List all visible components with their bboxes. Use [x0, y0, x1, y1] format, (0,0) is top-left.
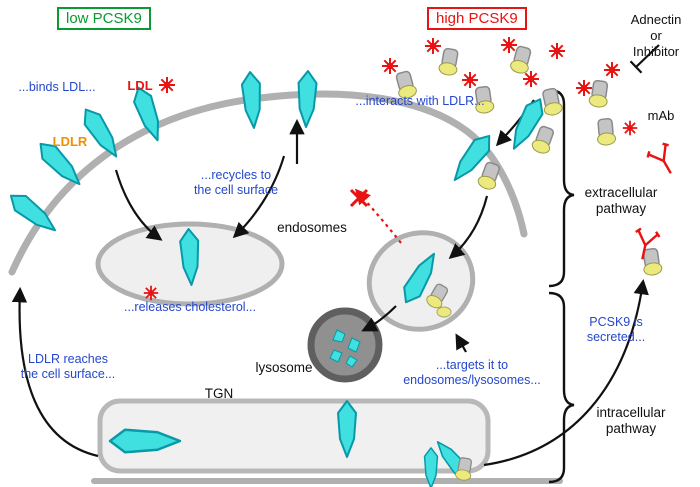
blocked-recycling-icon [349, 188, 402, 244]
pcsk9-icon [595, 117, 617, 147]
arrow-ldlr-to-surface [11, 286, 99, 458]
ldl-label: LDL [127, 78, 153, 93]
ldl-icon [522, 70, 540, 88]
ldl-icon [158, 76, 176, 94]
extracellular-brace [548, 88, 575, 288]
cell-membrane-arc [8, 90, 528, 276]
inhibitor-tbar-icon [629, 44, 660, 74]
releases-cholesterol-label: ...releases cholesterol... [123, 300, 257, 314]
ldl-icon [500, 36, 518, 54]
ldl-icon [424, 37, 442, 55]
ldlr-receptor-icon [296, 69, 318, 129]
binds-ldl-label: ...binds LDL... [18, 80, 96, 94]
trafficking-arrows [11, 99, 649, 467]
pcsk9-icon [529, 124, 557, 157]
endosomes-label: endosomes [277, 220, 347, 235]
arrow-membrane-to-right-endosome [448, 195, 489, 260]
adnectin-inhibitor-label: Adnectin or Inhibitor [630, 12, 682, 59]
intracellular-brace [548, 291, 575, 484]
recycles-label: ...recycles to the cell surface [193, 168, 279, 198]
high-pcsk9-box: high PCSK9 [427, 7, 527, 30]
lysosome-organelle [307, 307, 383, 383]
intracellular-pathway-label: intracellular pathway [596, 405, 666, 437]
ldlr-reaches-label: LDLR reaches the cell surface... [20, 352, 116, 382]
pathway-braces [548, 88, 575, 484]
ldl-icon [142, 284, 160, 302]
arrow-into-endosome-right [232, 155, 286, 239]
antibody-icon [644, 140, 683, 181]
red-x-icon [349, 188, 369, 208]
lysosome-label: lysosome [255, 360, 313, 375]
tgn-label: TGN [204, 386, 234, 401]
extracellular-pathway-label: extracellular pathway [584, 185, 658, 217]
ldlr-receptor-icon [77, 103, 125, 163]
low-pcsk9-box: low PCSK9 [57, 7, 151, 30]
arrow-into-endosome-left [114, 169, 163, 241]
ldl-icon [461, 71, 479, 89]
pcsk9-secreted-label: PCSK9 is secreted... [586, 315, 646, 345]
arrow-targets-up [455, 333, 470, 353]
interacts-ldlr-label: ...interacts with LDLR... [355, 94, 485, 108]
pcsk9-icon [437, 46, 462, 78]
targets-label: ...targets it to endosomes/lysosomes... [403, 358, 541, 388]
ldl-icon [621, 119, 639, 137]
arrow-pcsk9-secretion [483, 278, 649, 467]
ldl-icon [603, 61, 621, 79]
arrow-endosome-to-lysosome [361, 305, 397, 332]
ldl-icon [575, 79, 593, 97]
mab-label: mAb [647, 108, 675, 123]
ldl-icon [548, 42, 566, 60]
ldlr-label: LDLR [52, 134, 88, 149]
ldl-icon [381, 57, 399, 75]
pcsk9-icon [587, 79, 611, 109]
pcsk9-icon [475, 160, 503, 193]
tgn-compartment [97, 398, 491, 474]
ldlr-receptor-icon [240, 70, 264, 130]
